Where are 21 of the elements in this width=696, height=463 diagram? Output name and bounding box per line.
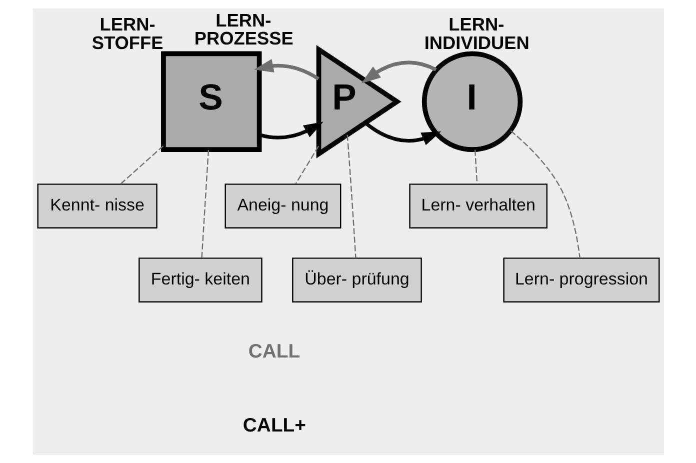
arrow xyxy=(360,60,436,84)
label: CALL xyxy=(248,340,300,362)
arrow xyxy=(253,59,319,80)
node-box: Über- prüfung xyxy=(292,258,422,302)
node-box: Aneig- nung xyxy=(224,184,341,228)
connector xyxy=(346,134,356,258)
node-label: LERN- STOFFE xyxy=(91,14,163,53)
node-box: S xyxy=(160,51,262,152)
node-box: Lern- verhalten xyxy=(408,184,547,228)
connector xyxy=(120,145,164,185)
connector xyxy=(474,150,478,184)
arrow xyxy=(364,122,441,146)
label: CALL+ xyxy=(242,414,306,436)
node-box: Fertig- keiten xyxy=(138,258,262,302)
node-label: LERN- INDIVIDUEN xyxy=(424,14,529,53)
node-label: LERN- PROZESSE xyxy=(194,10,293,49)
connector xyxy=(294,146,319,184)
node-box: Lern- progression xyxy=(502,258,660,302)
connector xyxy=(200,150,209,258)
connector xyxy=(510,130,580,258)
node-box: Kennt- nisse xyxy=(36,184,157,228)
